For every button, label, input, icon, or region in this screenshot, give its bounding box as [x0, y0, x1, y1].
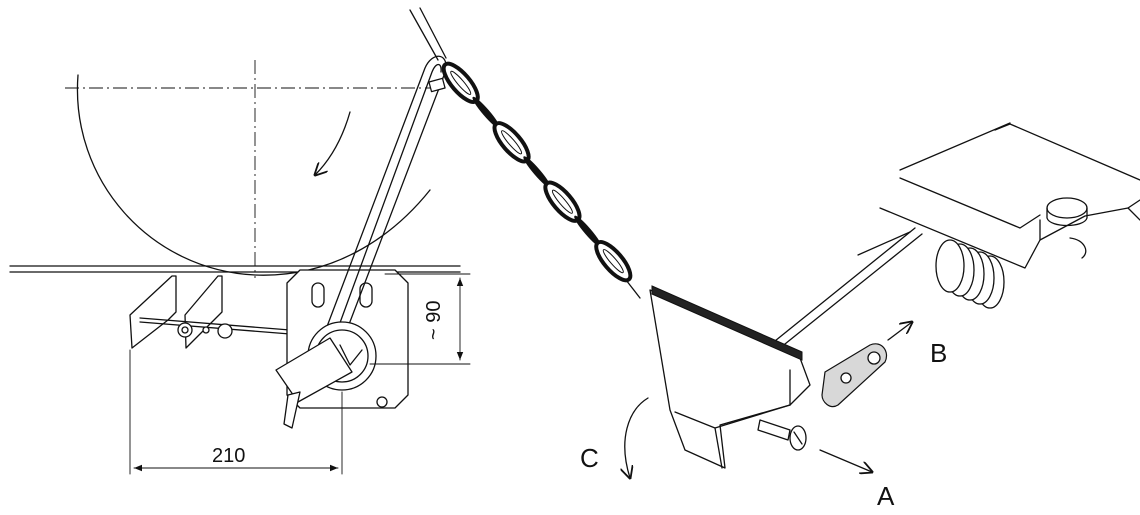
height-dimension-label: ~ 90: [423, 301, 445, 340]
wheel: [65, 60, 431, 278]
chain: [441, 61, 633, 283]
callout-c-label: C: [580, 443, 599, 473]
callout-a-label: A: [877, 481, 895, 511]
width-dimension-label: 210: [212, 445, 245, 467]
height-dimension: ~ 90: [369, 273, 471, 365]
callout-b-label: B: [930, 338, 947, 368]
rotation-arrow-icon: [315, 111, 351, 175]
callout-c: C: [580, 397, 649, 478]
chain-link-hole: [450, 70, 472, 95]
deflector-block: [649, 285, 811, 469]
callout-a: A: [819, 449, 895, 511]
width-dimension: 210: [129, 349, 343, 475]
spring-rod: [769, 227, 923, 353]
link-plate: [821, 343, 888, 408]
spring-coils: [935, 239, 1005, 309]
chain-link-hole: [501, 130, 523, 155]
chain-link-hole: [602, 249, 624, 274]
frame-beam: [879, 122, 1140, 269]
callout-b: B: [887, 322, 947, 368]
chain-link-hole: [551, 189, 573, 214]
tine-brackets: [129, 275, 291, 349]
bolt: [757, 419, 807, 451]
pivot-hub: [275, 321, 377, 429]
